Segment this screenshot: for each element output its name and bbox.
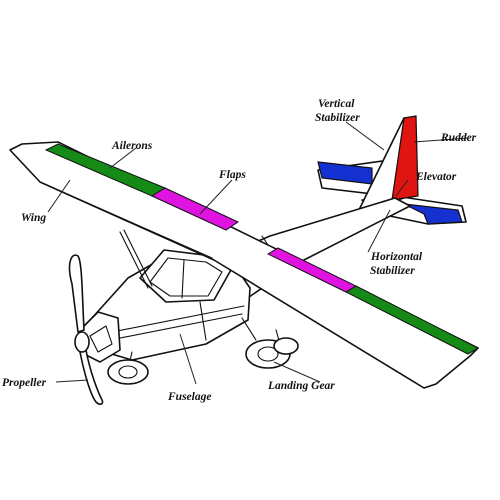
labels: Vertical Stabilizer Rudder Ailerons Flap… [2,98,477,403]
label-ailerons: Ailerons [111,140,153,152]
flap-right [266,247,358,293]
elevator-surfaces [317,161,463,225]
label-flaps: Flaps [218,169,246,181]
elevator-right [403,203,463,225]
leader-lines [47,121,469,385]
label-rudder: Rudder [440,132,477,144]
propeller [68,254,104,405]
label-propeller: Propeller [2,377,47,389]
label-elevator: Elevator [415,171,457,183]
label-landing-gear: Landing Gear [267,380,335,392]
landing-gear [107,317,299,385]
label-wing: Wing [21,212,46,224]
flap-surfaces [150,187,358,293]
label-vertical-stabilizer-line1: Vertical [318,98,355,110]
wing [9,141,479,389]
label-horizontal-stabilizer-line1: Horizontal [370,251,423,263]
label-vertical-stabilizer-line2: Stabilizer [315,112,360,124]
label-horizontal-stabilizer-line2: Stabilizer [370,265,415,277]
rudder [391,115,419,201]
flap-left [150,187,240,231]
label-fuselage: Fuselage [167,391,211,403]
